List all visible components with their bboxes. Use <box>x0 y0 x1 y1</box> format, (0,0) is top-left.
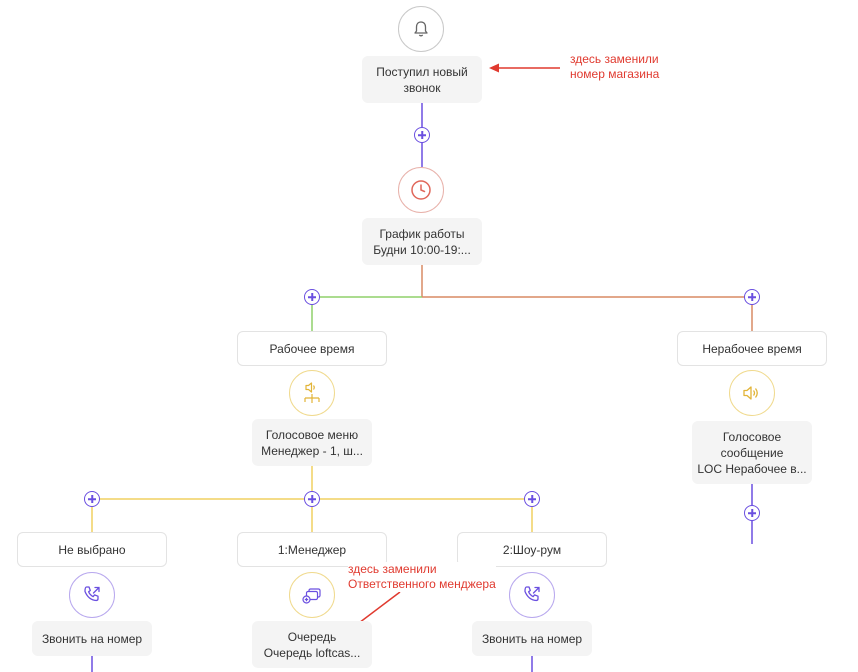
phone-forward-icon-node-right[interactable] <box>509 572 555 618</box>
ivr-speaker-icon <box>304 382 320 403</box>
clock-icon <box>411 180 431 200</box>
queue-icon <box>302 588 321 604</box>
queue-title: Очередь <box>287 629 337 644</box>
annotation-manager: здесь заменили Ответственного менджера <box>348 562 496 592</box>
ivr-speaker-icon-node[interactable] <box>289 370 335 416</box>
option-showroom[interactable]: 2:Шоу-рум <box>457 532 607 567</box>
branch-work-label: Рабочее время <box>269 341 355 356</box>
add-step-button-work[interactable] <box>304 289 320 305</box>
trigger-title: Поступил новый <box>376 64 468 79</box>
clock-icon-node[interactable] <box>398 167 444 213</box>
annotation-2-line2: Ответственного менджера <box>348 577 496 591</box>
speaker-icon <box>743 386 758 400</box>
option-not-selected[interactable]: Не выбрано <box>17 532 167 567</box>
queue-icon-node[interactable] <box>289 572 335 618</box>
add-option-button-right[interactable] <box>524 491 540 507</box>
call-number-node-right[interactable]: Звонить на номер <box>472 621 592 656</box>
bell-icon-node[interactable] <box>398 6 444 52</box>
option-manager-label: 1:Менеджер <box>277 542 347 557</box>
trigger-subtitle: звонок <box>403 80 441 95</box>
voice-message-node[interactable]: Голосовое сообщение LOC Нерабочее в... <box>692 421 812 484</box>
voice-message-subtitle: LOC Нерабочее в... <box>697 461 807 476</box>
add-step-button-1[interactable] <box>414 127 430 143</box>
schedule-subtitle: Будни 10:00-19:... <box>373 242 471 257</box>
voice-message-title-2: сообщение <box>720 445 784 460</box>
queue-node[interactable]: Очередь Очередь loftcas... <box>252 621 372 668</box>
speaker-icon-node[interactable] <box>729 370 775 416</box>
branch-work-time[interactable]: Рабочее время <box>237 331 387 366</box>
add-option-button-mid[interactable] <box>304 491 320 507</box>
branch-off-time[interactable]: Нерабочее время <box>677 331 827 366</box>
add-option-button-left[interactable] <box>84 491 100 507</box>
phone-forward-icon <box>524 586 540 602</box>
queue-subtitle: Очередь loftcas... <box>263 645 361 660</box>
phone-forward-icon-node-left[interactable] <box>69 572 115 618</box>
voice-menu-node[interactable]: Голосовое меню Менеджер - 1, ш... <box>252 419 372 466</box>
call-number-label-left: Звонить на номер <box>41 631 143 646</box>
annotation-2-line1: здесь заменили <box>348 562 437 576</box>
annotation-arrow-head-1 <box>489 63 499 73</box>
option-showroom-label: 2:Шоу-рум <box>502 542 562 557</box>
trigger-node[interactable]: Поступил новый звонок <box>362 56 482 103</box>
bell-icon <box>414 21 428 37</box>
call-number-node-left[interactable]: Звонить на номер <box>32 621 152 656</box>
annotation-1-line2: номер магазина <box>570 67 660 81</box>
call-number-label-right: Звонить на номер <box>481 631 583 646</box>
add-step-button-message[interactable] <box>744 505 760 521</box>
annotation-store-number: здесь заменили номер магазина <box>570 52 660 82</box>
voice-message-title: Голосовое <box>722 429 782 444</box>
schedule-node[interactable]: График работы Будни 10:00-19:... <box>362 218 482 265</box>
option-not-selected-label: Не выбрано <box>58 542 126 557</box>
schedule-title: График работы <box>379 226 465 241</box>
annotation-1-line1: здесь заменили <box>570 52 659 66</box>
branch-off-label: Нерабочее время <box>702 341 802 356</box>
voice-menu-subtitle: Менеджер - 1, ш... <box>261 443 363 458</box>
voice-menu-title: Голосовое меню <box>265 427 359 442</box>
add-step-button-off[interactable] <box>744 289 760 305</box>
option-manager[interactable]: 1:Менеджер <box>237 532 387 567</box>
phone-forward-icon <box>84 586 100 602</box>
